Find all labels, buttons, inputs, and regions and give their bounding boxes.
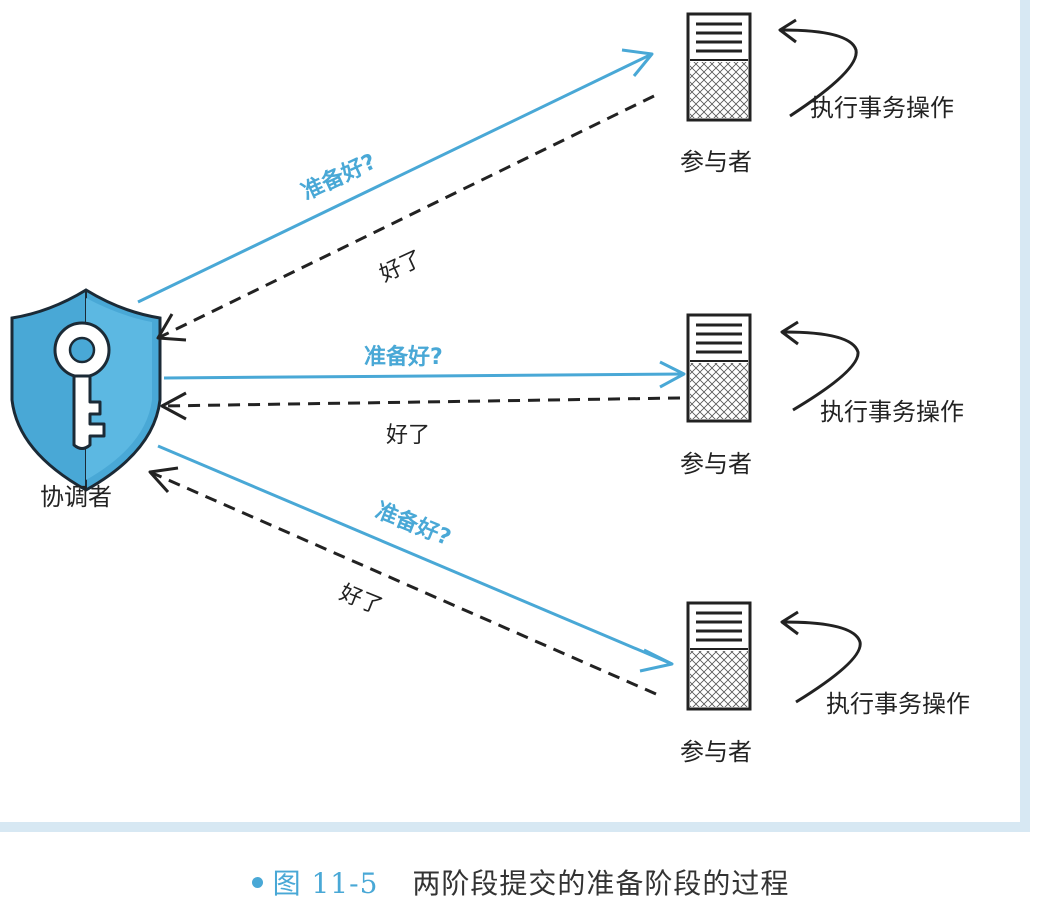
participant-action-label: 执行事务操作 [826,690,970,718]
reply-label-2: 好了 [386,423,430,448]
reply-arrow-3 [148,466,657,696]
coordinator-label: 协调者 [40,483,112,511]
request-label-2: 准备好? [364,344,443,370]
server-icon [686,601,752,711]
participant-3: 执行事务操作 参与者 [680,601,970,766]
request-arrow-1 [137,48,654,304]
bullet-icon [251,877,263,888]
request-arrow-2 [163,360,686,389]
reply-label-1: 好了 [376,246,426,287]
self-loop-arrow-icon [778,18,858,118]
request-label-1: 准备好? [298,149,380,206]
figure-number: 图 11-5 [272,867,379,900]
self-loop-arrow-icon [780,320,860,412]
participant-action-label: 执行事务操作 [820,398,964,426]
diagram-panel [0,0,1030,832]
reply-arrow-1 [156,94,655,342]
shield-key-icon [10,288,162,492]
self-loop-arrow-icon [780,610,862,704]
server-icon [686,313,752,423]
reply-label-3: 好了 [336,580,386,620]
participant-action-label: 执行事务操作 [810,94,954,122]
participant-label: 参与者 [680,738,752,766]
request-arrow-3 [157,444,674,673]
server-icon [686,12,752,122]
figure-title: 两阶段提交的准备阶段的过程 [412,867,790,900]
figure-caption: 图 11-5 两阶段提交的准备阶段的过程 [0,862,1041,902]
participant-label: 参与者 [680,148,752,176]
participant-label: 参与者 [680,450,752,478]
participant-2: 执行事务操作 参与者 [680,313,964,478]
reply-arrow-2 [160,391,681,421]
participant-1: 执行事务操作 参与者 [680,12,954,176]
two-phase-commit-diagram: 协调者 执行事务操作 参与者 [10,12,970,766]
